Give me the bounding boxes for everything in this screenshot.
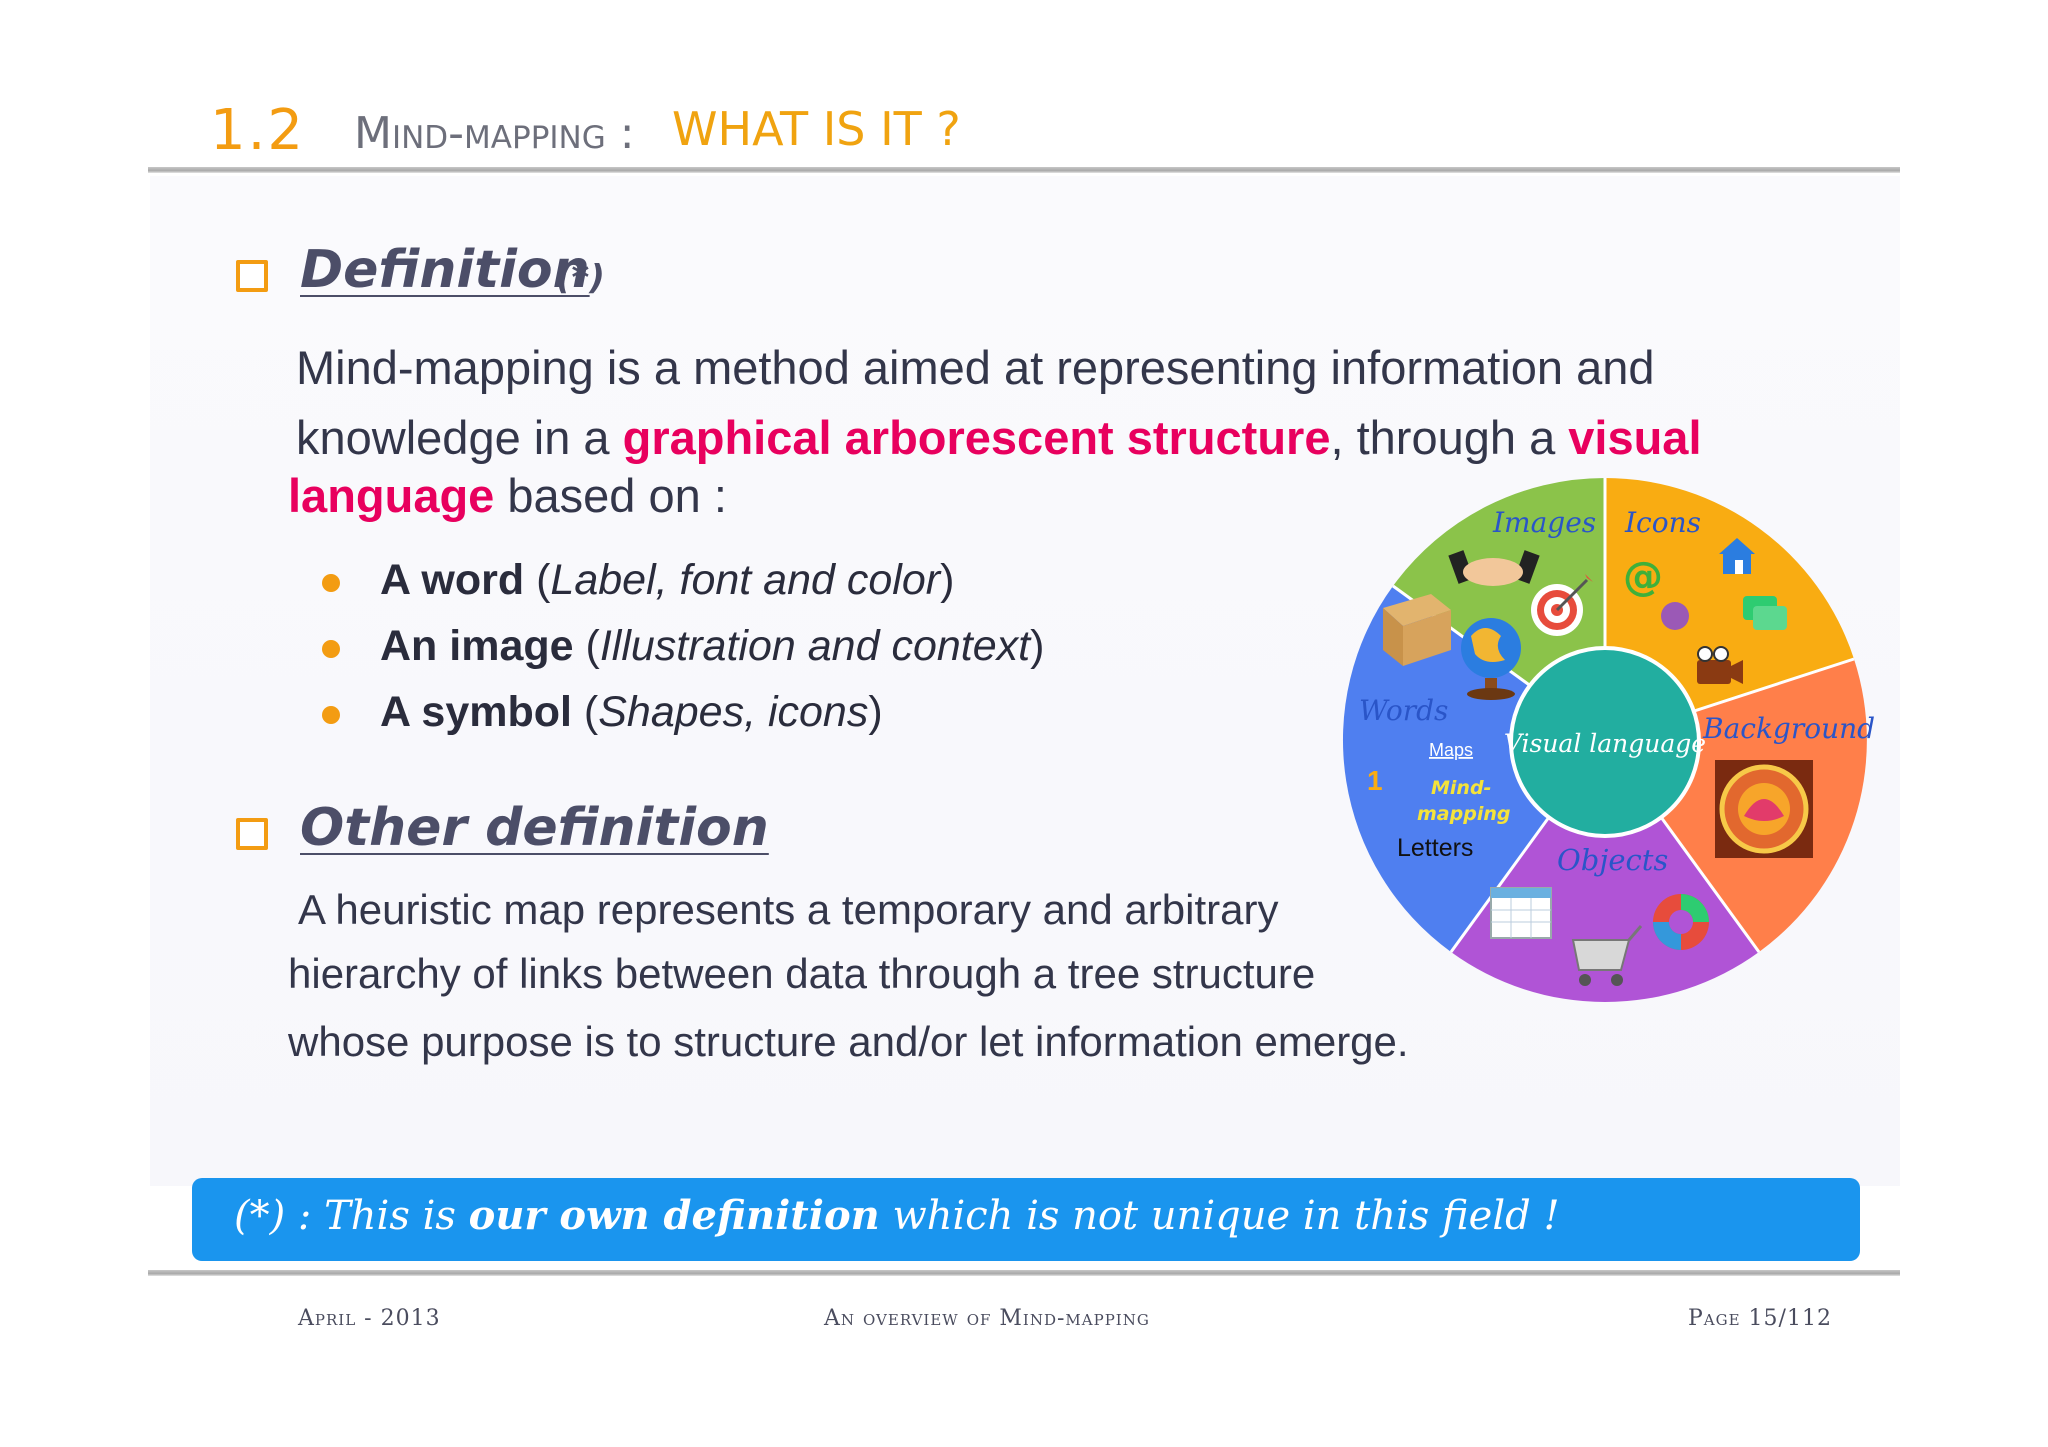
bullet-icon — [322, 640, 340, 658]
other-definition-line-2: hierarchy of links between data through … — [288, 950, 1316, 997]
box-icon — [1383, 594, 1451, 666]
word-sample-number: 1 — [1367, 765, 1383, 796]
lifebuoy-icon — [1653, 894, 1709, 950]
home-icon — [1719, 538, 1755, 574]
bullet-icon — [322, 706, 340, 724]
title-text: Mind-mapping : — [354, 108, 635, 159]
segment-icons-label: Icons — [1624, 506, 1701, 539]
highlight-language: language — [288, 469, 495, 522]
globe-icon — [1461, 618, 1521, 700]
footer-date: April - 2013 — [298, 1306, 441, 1331]
other-definition-heading: Other definition — [300, 798, 769, 858]
word-sample-letters: Letters — [1397, 834, 1473, 862]
highlight-structure: graphical arborescent structure — [622, 411, 1331, 464]
segment-objects-label: Objects — [1557, 843, 1668, 877]
checkbox-icon — [236, 260, 268, 292]
word-sample-mapping: mapping — [1417, 803, 1510, 825]
definition-heading: Definition — [300, 240, 590, 300]
footnote-text: (*) : This is our own definition which i… — [234, 1192, 1560, 1239]
at-icon: @ — [1623, 554, 1663, 600]
segment-words-label: Words — [1359, 694, 1448, 727]
lotus-background-icon — [1715, 760, 1813, 858]
user-icon — [1661, 602, 1689, 630]
calendar-icon — [1490, 887, 1552, 939]
header-divider — [148, 167, 1900, 173]
cart-icon — [1571, 925, 1643, 986]
chat-icon — [1743, 596, 1787, 630]
definition-footnote-mark: (*) — [556, 258, 605, 298]
visual-language-wheel: Visual language Images Icons Background … — [1342, 478, 1875, 1003]
bullet-icon — [322, 574, 340, 592]
highlight-visual: visual — [1568, 411, 1702, 464]
other-definition-line-3: whose purpose is to structure and/or let… — [288, 1018, 1409, 1065]
target-icon — [1531, 574, 1593, 636]
word-sample-mind: Mind- — [1431, 777, 1491, 799]
footer-page-number: Page 15/112 — [1688, 1306, 1832, 1331]
checkbox-icon — [236, 818, 268, 850]
other-definition-line-1: A heuristic map represents a temporary a… — [298, 886, 1279, 933]
section-number: 1.2 — [210, 98, 306, 163]
definition-line-3: language based on : — [288, 469, 727, 522]
segment-words — [1342, 586, 1605, 952]
definition-line-2: knowledge in a graphical arborescent str… — [296, 411, 1702, 464]
word-sample-maps: Maps — [1429, 740, 1473, 760]
segment-images-label: Images — [1492, 506, 1596, 539]
handshake-icon — [1448, 550, 1540, 586]
camera-icon — [1697, 646, 1743, 684]
footer-title: An overview of Mind-mapping — [824, 1306, 1150, 1331]
definition-line-1: Mind-mapping is a method aimed at repres… — [296, 341, 1655, 394]
title-accent: WHAT IS IT ? — [672, 102, 961, 156]
footer-divider — [148, 1270, 1900, 1276]
wheel-center — [1509, 646, 1701, 838]
segment-background-label: Background — [1702, 712, 1875, 745]
wheel-center-label: Visual language — [1504, 729, 1706, 758]
footnote-banner: (*) : This is our own definition which i… — [192, 1178, 1860, 1261]
